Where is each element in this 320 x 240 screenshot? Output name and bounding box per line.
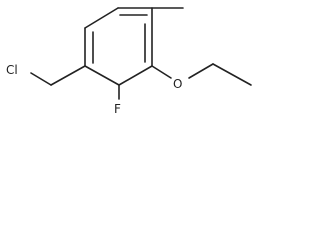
chloromethyl-chlorine-bond	[30, 72, 52, 86]
ethyl-bond	[212, 63, 252, 86]
chloromethyl-ring-bond	[50, 65, 86, 86]
ring-bond-bottom-left	[84, 65, 120, 86]
ring-bond-bottom-right	[118, 65, 153, 86]
fluorine-atom-label: F	[114, 102, 121, 116]
chlorine-atom-label: Cl	[6, 63, 18, 77]
aryl-oxygen-bond	[151, 65, 172, 79]
oxygen-ethyl-bond	[188, 63, 214, 79]
chemical-structure: Cl F O	[6, 7, 252, 116]
ring-bond-top-left	[84, 7, 119, 29]
oxygen-atom-label: O	[173, 77, 182, 91]
